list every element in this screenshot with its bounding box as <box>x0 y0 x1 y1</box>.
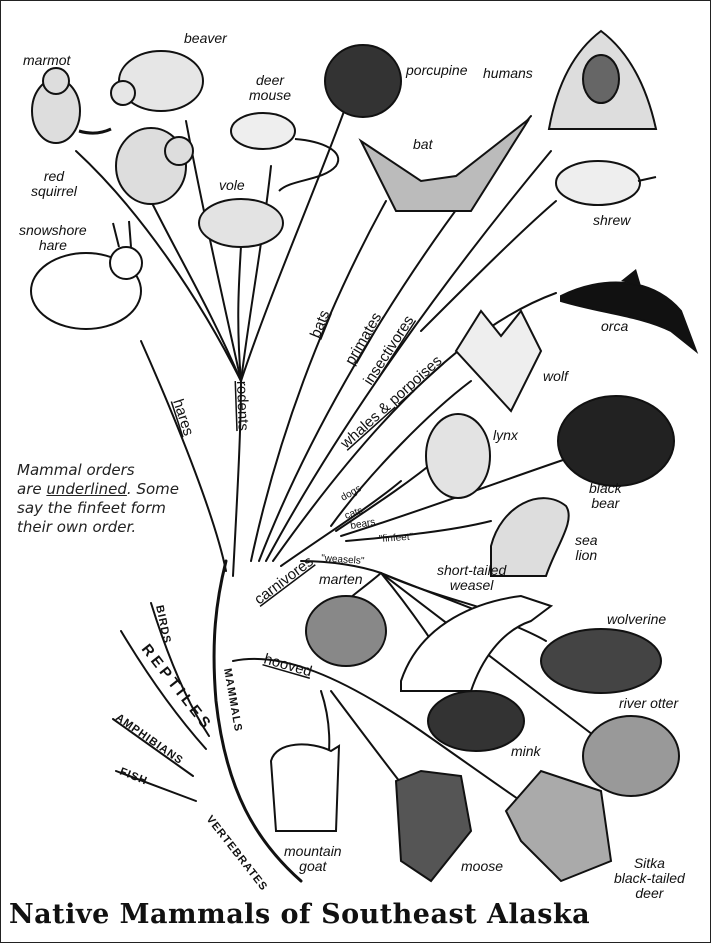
label-sitka-deer: Sitka black-tailed deer <box>614 856 685 901</box>
label-wolverine: wolverine <box>607 612 666 627</box>
legend-note: Mammal orders are underlined. Some say t… <box>17 461 187 537</box>
shrew-illustration <box>556 161 656 205</box>
mountain-goat-illustration <box>271 744 339 831</box>
orca-illustration <box>561 269 696 351</box>
label-orca: orca <box>601 319 628 334</box>
label-amphibians: AMPHIBIANS <box>113 712 185 768</box>
beaver-illustration <box>111 51 203 111</box>
label-moose: moose <box>461 859 503 874</box>
label-red-squirrel: red squirrel <box>31 169 77 199</box>
lynx-illustration <box>426 414 490 498</box>
shrew-branch <box>421 201 556 331</box>
note-are: are <box>17 480 42 498</box>
mink-illustration <box>428 691 524 751</box>
label-short-tailed-weasel: short-tailed weasel <box>437 563 506 593</box>
label-beaver: beaver <box>184 31 227 46</box>
sitka-deer-illustration <box>506 771 611 881</box>
label-vertebrates: VERTEBRATES <box>204 813 270 893</box>
deer-mouse-illustration <box>231 113 338 191</box>
short-tailed-weasel-illustration <box>401 596 551 691</box>
label-hooved: hooved <box>262 651 314 681</box>
label-marmot: marmot <box>23 53 70 68</box>
label-shrew: shrew <box>593 213 630 228</box>
label-mink: mink <box>511 744 541 759</box>
rodent-beaver-branch <box>186 121 241 381</box>
label-weasels: "weasels" <box>321 553 365 567</box>
label-bats: bats <box>307 308 333 341</box>
label-birds: BIRDS <box>153 604 173 645</box>
label-lynx: lynx <box>493 428 518 443</box>
label-marten: marten <box>319 572 363 587</box>
label-reptiles: REPTILES <box>138 641 216 734</box>
label-rodents: rodents <box>233 381 252 432</box>
marmot-illustration <box>32 68 111 143</box>
label-carnivores: carnivores <box>251 553 316 608</box>
label-black-bear: black bear <box>589 481 622 511</box>
red-squirrel-illustration <box>116 128 193 204</box>
label-fish: FISH <box>118 766 149 788</box>
label-vole: vole <box>219 178 245 193</box>
vole-illustration <box>199 199 283 247</box>
wolverine-illustration <box>541 629 661 693</box>
label-porcupine: porcupine <box>406 63 468 78</box>
wolf-illustration <box>456 311 541 411</box>
note-underlined: underlined <box>46 480 127 498</box>
porcupine-illustration <box>325 45 401 117</box>
bat-illustration <box>361 119 529 211</box>
moose-illustration <box>396 771 471 881</box>
humans-illustration <box>549 31 656 129</box>
river-otter-illustration <box>583 716 679 796</box>
black-bear-illustration <box>558 396 674 486</box>
label-deer-mouse: deer mouse <box>249 73 291 103</box>
rodent-vole-branch <box>238 246 241 381</box>
label-bat: bat <box>413 137 432 152</box>
label-wolf: wolf <box>543 369 568 384</box>
label-mountain-goat: mountain goat <box>284 844 342 874</box>
note-line1: Mammal orders <box>17 461 135 479</box>
label-river-otter: river otter <box>619 696 678 711</box>
label-finfeet: "finfeet" <box>378 532 413 545</box>
label-sea-lion: sea lion <box>575 533 598 563</box>
label-mammals: MAMMALS <box>221 667 244 733</box>
page-title: Native Mammals of Southeast Alaska <box>9 899 590 930</box>
label-humans: humans <box>483 66 533 81</box>
marten-illustration <box>306 596 386 666</box>
label-snowshore-hare: snowshore hare <box>19 223 87 253</box>
